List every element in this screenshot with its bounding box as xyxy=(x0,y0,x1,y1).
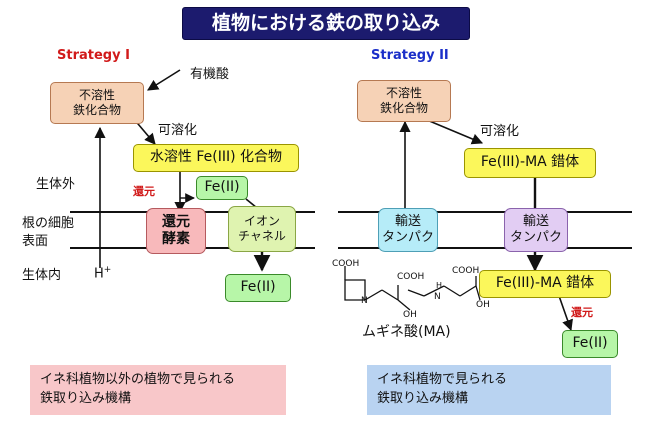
transporter-box-right: 輸送 タンパク xyxy=(504,208,568,252)
reduce-label-2: 還元 xyxy=(571,306,593,319)
fe2-box-strategy2: Fe(II) xyxy=(562,330,618,358)
fe3-ma-complex-outside-box: Fe(III)-MA 錯体 xyxy=(464,148,596,178)
structure-n-1: N xyxy=(361,296,368,306)
strategy-2-heading: Strategy II xyxy=(371,48,449,63)
label-outside: 生体外 xyxy=(36,177,76,192)
structure-oh-2: OH xyxy=(476,300,490,310)
structure-oh-1: OH xyxy=(403,310,417,320)
reductase-line2: 酵素 xyxy=(162,231,190,247)
strategy-1-heading: Strategy I xyxy=(57,48,130,63)
transporter-right-line1: 輸送 xyxy=(522,213,549,229)
strategy-1-note: イネ科植物以外の植物で見られる 鉄取り込み機構 xyxy=(30,365,286,415)
structure-h: H xyxy=(436,281,443,290)
reduce-label-1: 還元 xyxy=(133,185,155,198)
transporter-right-line2: タンパク xyxy=(509,230,562,245)
ion-channel-box: イオン チャネル xyxy=(228,206,296,252)
arrow-solubilize-2 xyxy=(426,119,484,145)
insoluble-iron-1-line2: 鉄化合物 xyxy=(72,103,121,117)
hplus-sup: + xyxy=(103,265,112,275)
strategy-1-note-line1: イネ科植物以外の植物で見られる xyxy=(40,372,236,387)
insoluble-iron-box-2: 不溶性 鉄化合物 xyxy=(357,80,451,122)
insoluble-iron-2-line1: 不溶性 xyxy=(385,86,422,100)
transporter-left-line1: 輸送 xyxy=(394,213,421,229)
water-soluble-fe3-box: 水溶性 Fe(III) 化合物 xyxy=(133,144,299,172)
insoluble-iron-2-line2: 鉄化合物 xyxy=(379,101,428,115)
strategy-1-note-line2: 鉄取り込み機構 xyxy=(40,390,132,406)
organic-acid-label: 有機酸 xyxy=(190,67,230,82)
arrow-reduce-2 xyxy=(557,292,573,332)
ion-channel-line2: チャネル xyxy=(238,229,286,243)
strategy-2-note-line1: イネ科植物で見られる xyxy=(377,372,508,387)
label-root-surface: 根の細胞 表面 xyxy=(22,215,74,250)
structure-cooh-3: COOH xyxy=(452,266,480,276)
transporter-left-line2: タンパク xyxy=(381,230,434,245)
structure-cooh-2: COOH xyxy=(397,272,425,282)
fe3-ma-complex-inside-box: Fe(III)-MA 錯体 xyxy=(479,270,611,298)
arrow-organic-acid xyxy=(147,69,181,91)
strategy-2-note: イネ科植物で見られる 鉄取り込み機構 xyxy=(367,365,611,415)
solubilize-label-1: 可溶化 xyxy=(158,123,198,138)
page-title: 植物における鉄の取り込み xyxy=(182,7,470,40)
reductase-box: 還元 酵素 xyxy=(146,208,206,254)
structure-cooh-1: COOH xyxy=(332,259,360,269)
structure-n-2: N xyxy=(434,292,441,302)
transporter-box-left: 輸送 タンパク xyxy=(378,208,438,252)
hplus-text: H xyxy=(94,266,104,282)
label-root-surface-line2: 表面 xyxy=(22,233,49,249)
strategy-2-note-line2: 鉄取り込み機構 xyxy=(377,390,469,406)
hplus-label: H+ xyxy=(94,265,111,281)
mugineic-acid-label: ムギネ酸(MA) xyxy=(362,324,451,340)
insoluble-iron-1-line1: 不溶性 xyxy=(78,88,115,102)
label-root-surface-line1: 根の細胞 xyxy=(22,216,75,231)
mugineic-acid-structure xyxy=(344,266,481,311)
solubilize-label-2: 可溶化 xyxy=(480,124,520,139)
fe2-outside-box: Fe(II) xyxy=(196,176,248,200)
reductase-line1: 還元 xyxy=(162,213,190,230)
insoluble-iron-box-1: 不溶性 鉄化合物 xyxy=(50,82,144,124)
ion-channel-line1: イオン xyxy=(243,214,280,228)
label-inside: 生体内 xyxy=(22,268,62,283)
fe2-inside-box: Fe(II) xyxy=(225,274,291,302)
